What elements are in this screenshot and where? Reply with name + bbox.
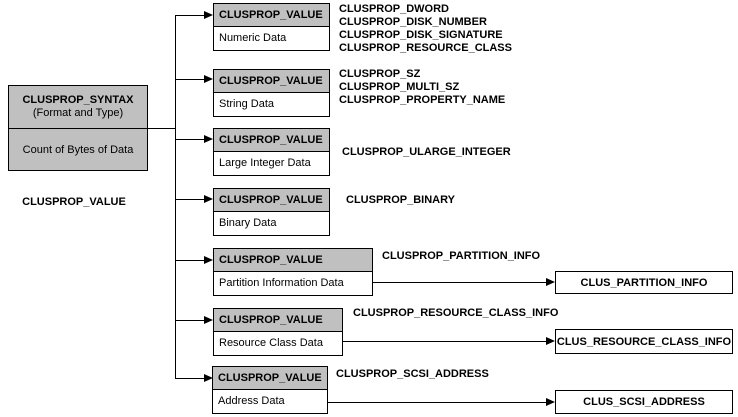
- value-box-body: Address Data: [213, 390, 327, 413]
- type-label: CLUSPROP_BINARY: [346, 194, 455, 206]
- arrowhead-icon: [546, 337, 555, 345]
- arrowhead-icon: [204, 195, 213, 203]
- type-label: CLUSPROP_PROPERTY_NAME: [339, 94, 506, 106]
- type-list-numeric: CLUSPROP_DWORD CLUSPROP_DISK_NUMBER CLUS…: [339, 3, 512, 55]
- value-box-body: Numeric Data: [214, 27, 329, 50]
- clusprop-syntax-box: CLUSPROP_SYNTAX (Format and Type) Count …: [8, 85, 148, 171]
- type-list-resource-class: CLUSPROP_RESOURCE_CLASS_INFO: [353, 307, 558, 320]
- branch-line-1: [175, 15, 205, 16]
- type-label: CLUSPROP_ULARGE_INTEGER: [342, 146, 511, 158]
- arrowhead-icon: [204, 11, 213, 19]
- value-box-header: CLUSPROP_VALUE: [213, 367, 327, 390]
- branch-line-7: [175, 378, 205, 379]
- value-box-body: String Data: [214, 93, 329, 116]
- count-of-bytes-cell: Count of Bytes of Data: [22, 143, 134, 156]
- arrowhead-icon: [204, 135, 213, 143]
- type-label: CLUSPROP_RESOURCE_CLASS_INFO: [353, 307, 559, 319]
- arrowhead-icon: [204, 316, 213, 324]
- value-box-body: Binary Data: [214, 212, 329, 235]
- branch-line-2: [175, 79, 205, 80]
- branch-line-6: [175, 320, 205, 321]
- type-label: CLUSPROP_DISK_NUMBER: [339, 16, 487, 28]
- clusprop-value-caption: CLUSPROP_VALUE: [22, 196, 126, 208]
- connector-line-resource-class: [343, 341, 546, 342]
- arrowhead-icon: [546, 398, 555, 406]
- value-box-header: CLUSPROP_VALUE: [214, 129, 329, 152]
- connector-line-address: [328, 402, 546, 403]
- feeder-line: [148, 128, 175, 129]
- value-box-header: CLUSPROP_VALUE: [214, 70, 329, 93]
- value-box-body: Partition Information Data: [214, 272, 372, 295]
- type-label: CLUSPROP_SCSI_ADDRESS: [336, 368, 489, 380]
- type-label: CLUSPROP_RESOURCE_CLASS: [339, 42, 512, 54]
- value-box-body: Resource Class Data: [214, 332, 342, 355]
- arrowhead-icon: [204, 374, 213, 382]
- clus-scsi-address-box: CLUS_SCSI_ADDRESS: [555, 390, 733, 414]
- type-label: CLUSPROP_SZ: [339, 68, 421, 80]
- value-box-body: Large Integer Data: [214, 152, 329, 175]
- value-box-large-integer: CLUSPROP_VALUE Large Integer Data: [213, 128, 330, 176]
- value-box-header: CLUSPROP_VALUE: [214, 249, 372, 272]
- type-list-string: CLUSPROP_SZ CLUSPROP_MULTI_SZ CLUSPROP_P…: [339, 68, 505, 107]
- value-box-resource-class: CLUSPROP_VALUE Resource Class Data: [213, 308, 343, 356]
- value-box-partition: CLUSPROP_VALUE Partition Information Dat…: [213, 248, 373, 296]
- value-box-binary: CLUSPROP_VALUE Binary Data: [213, 188, 330, 236]
- clusprop-syntax-subtitle: (Format and Type): [32, 107, 124, 119]
- type-list-large-integer: CLUSPROP_ULARGE_INTEGER: [342, 146, 511, 159]
- connector-line-partition: [373, 282, 546, 283]
- arrowhead-icon: [204, 256, 213, 264]
- clusprop-syntax-title: CLUSPROP_SYNTAX: [22, 94, 134, 106]
- value-box-numeric: CLUSPROP_VALUE Numeric Data: [213, 3, 330, 51]
- arrowhead-icon: [204, 75, 213, 83]
- branch-line-4: [175, 199, 205, 200]
- clus-partition-info-box: CLUS_PARTITION_INFO: [555, 271, 733, 294]
- clusprop-syntax-header: CLUSPROP_SYNTAX (Format and Type): [9, 86, 147, 129]
- value-box-header: CLUSPROP_VALUE: [214, 4, 329, 27]
- type-label: CLUSPROP_DWORD: [339, 3, 450, 15]
- value-box-header: CLUSPROP_VALUE: [214, 189, 329, 212]
- clus-resource-class-info-box: CLUS_RESOURCE_CLASS_INFO: [555, 329, 733, 354]
- type-label: CLUSPROP_MULTI_SZ: [339, 81, 460, 93]
- arrowhead-icon: [546, 278, 555, 286]
- trunk-line: [175, 15, 176, 379]
- type-list-address: CLUSPROP_SCSI_ADDRESS: [336, 368, 489, 381]
- value-box-header: CLUSPROP_VALUE: [214, 309, 342, 332]
- branch-line-3: [175, 139, 205, 140]
- value-box-address: CLUSPROP_VALUE Address Data: [212, 366, 328, 414]
- type-label: CLUSPROP_DISK_SIGNATURE: [339, 29, 503, 41]
- type-list-partition: CLUSPROP_PARTITION_INFO: [382, 250, 540, 263]
- type-list-binary: CLUSPROP_BINARY: [346, 194, 455, 207]
- type-label: CLUSPROP_PARTITION_INFO: [382, 250, 541, 262]
- branch-line-5: [175, 260, 205, 261]
- value-box-string: CLUSPROP_VALUE String Data: [213, 69, 330, 117]
